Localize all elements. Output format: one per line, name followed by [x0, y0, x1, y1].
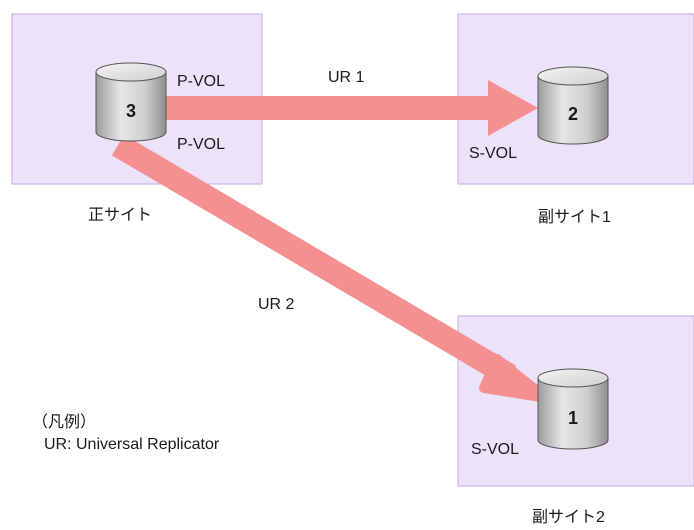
secondary1-svol-label: S-VOL	[469, 145, 518, 162]
ur2-label: UR 2	[258, 296, 295, 313]
primary-site-label: 正サイト	[88, 207, 153, 224]
legend-entry: UR: Universal Replicator	[44, 436, 220, 453]
secondary2-svol-label: S-VOL	[471, 441, 520, 458]
secondary2-volume-cylinder: 1	[537, 368, 609, 450]
primary-volume-cylinder: 3	[95, 62, 167, 142]
pvol-label-lower: P-VOL	[177, 136, 226, 153]
ur1-label: UR 1	[328, 69, 365, 86]
ur2-arrow	[111, 134, 551, 403]
secondary2-site-label: 副サイト2	[532, 509, 605, 526]
primary-volume-number: 3	[126, 101, 136, 121]
secondary2-volume-number: 1	[568, 408, 578, 428]
ur1-arrow	[150, 80, 538, 136]
secondary1-site-label: 副サイト1	[538, 209, 611, 226]
secondary1-volume-cylinder: 2	[537, 66, 609, 145]
legend-title: （凡例）	[32, 414, 97, 431]
legend: （凡例） UR: Universal Replicator	[32, 412, 220, 456]
pvol-label-upper: P-VOL	[177, 73, 226, 90]
secondary1-volume-number: 2	[568, 104, 578, 124]
